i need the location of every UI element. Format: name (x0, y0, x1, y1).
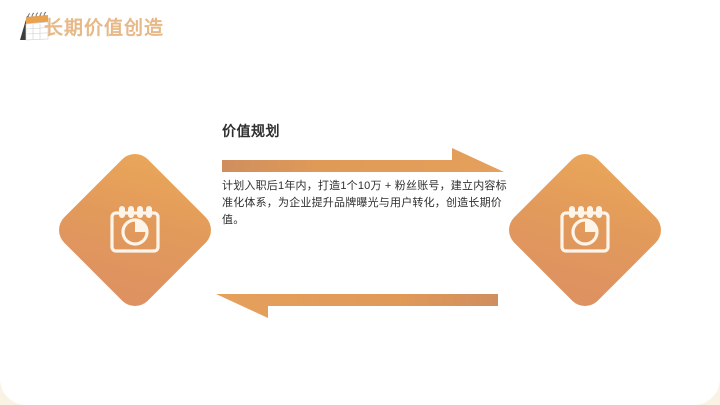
slide-header: 长期价值创造 (0, 0, 720, 56)
arrow-right (220, 146, 506, 178)
calendar-clock-icon (554, 199, 616, 261)
desk-calendar-icon (14, 9, 52, 43)
page-title: 长期价值创造 (44, 18, 165, 39)
calendar-clock-icon (104, 199, 166, 261)
arrow-left (214, 288, 500, 320)
section-title: 价值规划 (222, 123, 280, 139)
section-body-text: 计划入职后1年内，打造1个10万 + 粉丝账号，建立内容标准化体系，为企业提升品… (222, 180, 507, 226)
